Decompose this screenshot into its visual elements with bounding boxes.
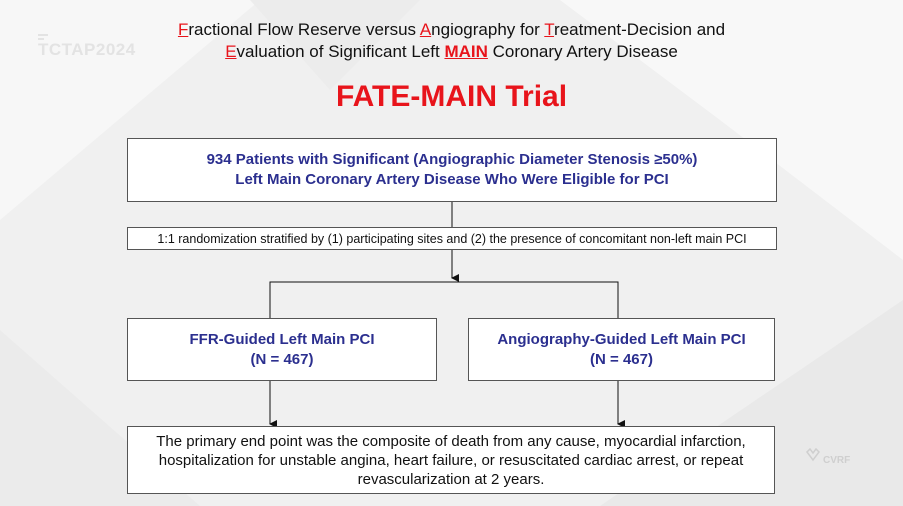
endpoint-text: The primary end point was the composite … <box>156 432 746 488</box>
randomization-text: 1:1 randomization stratified by (1) part… <box>157 231 747 246</box>
title-2-part-2: MAIN <box>444 42 488 61</box>
randomization-box: 1:1 randomization stratified by (1) part… <box>127 227 777 250</box>
title-2-part-1: valuation of Significant Left <box>236 42 445 61</box>
title-1-part-5: reatment-Decision and <box>554 20 726 39</box>
patients-line-1: 934 Patients with Significant (Angiograp… <box>206 151 698 168</box>
event-logo: TCTAP2024 <box>38 40 136 59</box>
patients-box: 934 Patients with Significant (Angiograp… <box>127 138 777 202</box>
title-1-part-1: ractional Flow Reserve versus <box>188 20 420 39</box>
cvrf-watermark: CVRF <box>823 455 851 466</box>
cvrf-logo-icon <box>806 448 820 462</box>
endpoint-box: The primary end point was the composite … <box>127 426 775 494</box>
angio-arm-box: Angiography-Guided Left Main PCI (N = 46… <box>468 318 775 381</box>
patients-line-2: Left Main Coronary Artery Disease Who We… <box>235 171 669 188</box>
title-line-1: Fractional Flow Reserve versus Angiograp… <box>0 20 903 40</box>
ffr-arm-box: FFR-Guided Left Main PCI (N = 467) <box>127 318 437 381</box>
ffr-arm-label: FFR-Guided Left Main PCI <box>189 330 375 348</box>
logo-mark-icon <box>38 34 48 40</box>
title-2-part-0: E <box>225 42 237 61</box>
title-1-part-2: A <box>419 20 432 39</box>
title-1-part-4: T <box>544 20 555 39</box>
angio-arm-n: (N = 467) <box>590 350 653 368</box>
angio-arm-label: Angiography-Guided Left Main PCI <box>497 330 746 348</box>
trial-name: FATE-MAIN Trial <box>335 80 568 113</box>
title-2-part-3: Coronary Artery Disease <box>487 42 678 61</box>
title-1-part-3: ngiography for <box>431 20 545 39</box>
ffr-arm-n: (N = 467) <box>250 350 314 368</box>
title-line-2: Evaluation of Significant Left MAIN Coro… <box>0 42 903 62</box>
title-1-part-0: F <box>177 20 189 39</box>
